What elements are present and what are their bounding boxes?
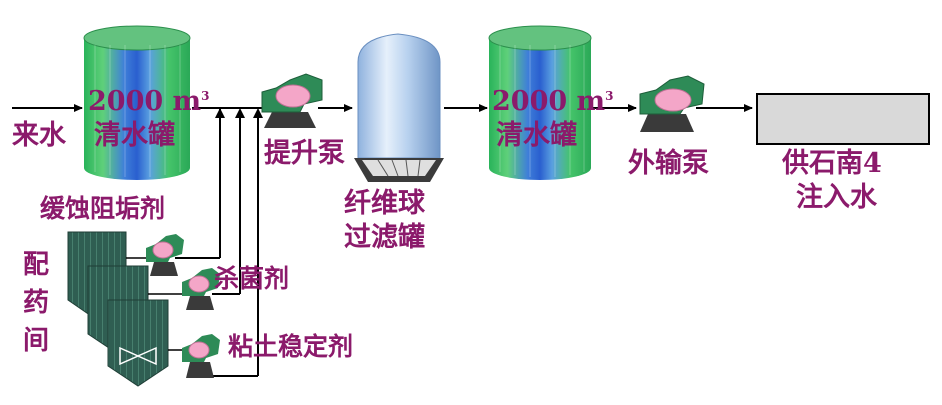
lift-pump <box>261 73 323 128</box>
clear-water-tank-2 <box>488 25 592 180</box>
lift-pump-label: 提升泵 <box>264 138 345 169</box>
dosing-pump-2 <box>182 268 220 310</box>
destination-label-line1: 供石南4 <box>782 148 882 179</box>
destination-box <box>756 93 930 145</box>
filter-label-line1: 纤维球 <box>344 188 425 219</box>
export-pump <box>639 75 705 132</box>
tank2-volume-label: 2000 m3 <box>492 86 614 117</box>
bactericide-label: 杀菌剂 <box>214 264 290 293</box>
dosing-pump-1 <box>146 234 184 276</box>
dosing-tank-3 <box>107 299 169 387</box>
filter-label-line2: 过滤罐 <box>344 222 425 253</box>
tank2-name-label: 清水罐 <box>496 120 577 151</box>
fiber-ball-filter-tank <box>354 33 444 182</box>
destination-label-line2: 注入水 <box>796 182 877 213</box>
clear-water-tank-1 <box>83 25 191 180</box>
dosing-arrowheads <box>215 108 263 118</box>
tank1-name-label: 清水罐 <box>94 120 175 151</box>
dosing-room-label: 配 药 间 <box>22 246 50 360</box>
dosing-room-char-3: 间 <box>22 326 49 356</box>
dosing-room-char-2: 药 <box>22 288 49 318</box>
inflow-label: 来水 <box>12 120 66 151</box>
corrosion-inhibitor-label: 缓蚀阻垢剂 <box>40 194 166 223</box>
clay-stabilizer-label: 粘土稳定剂 <box>228 332 354 361</box>
export-pump-label: 外输泵 <box>628 148 709 179</box>
dosing-pipes <box>219 108 259 376</box>
tank1-volume-label: 2000 m3 <box>88 86 210 117</box>
dosing-room-char-1: 配 <box>22 250 49 280</box>
dosing-pump-3 <box>182 334 220 378</box>
